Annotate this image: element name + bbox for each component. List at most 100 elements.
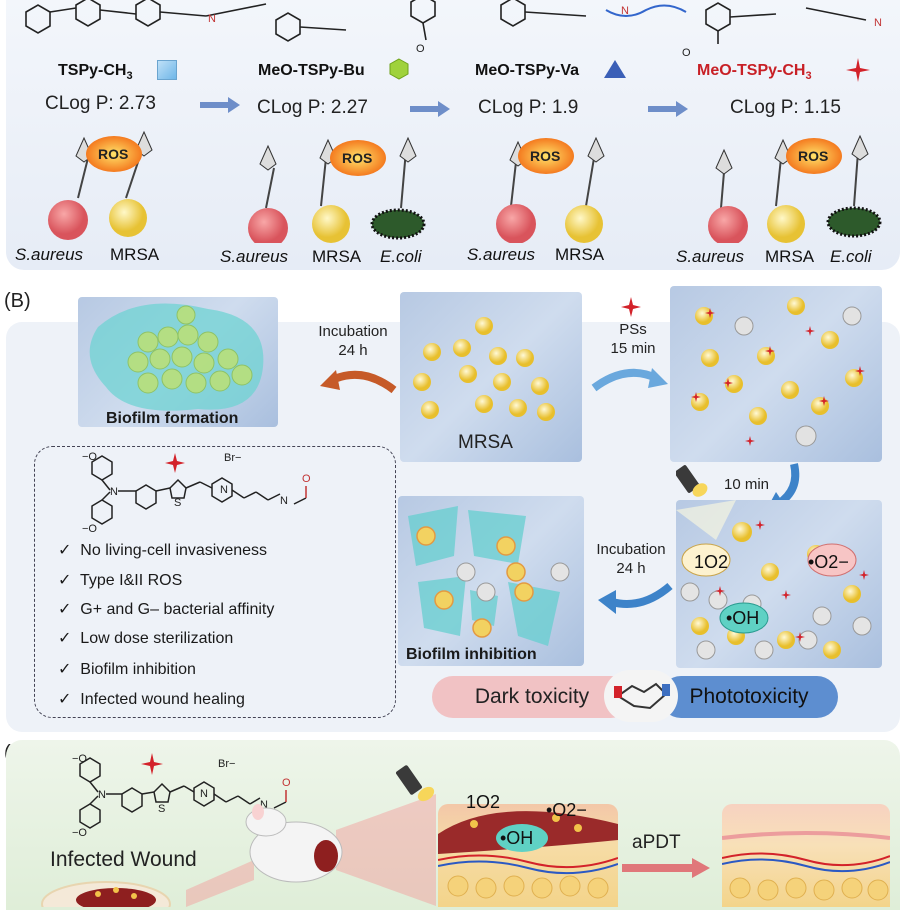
svg-text:N: N bbox=[260, 799, 268, 811]
apdt-label: aPDT bbox=[632, 832, 681, 853]
svg-text:S: S bbox=[158, 803, 165, 815]
ros-superoxide: •O2− bbox=[808, 552, 849, 572]
ros-label-2: ROS bbox=[342, 150, 373, 166]
star-icon bbox=[141, 753, 163, 775]
svg-text:−O: −O bbox=[82, 451, 97, 463]
bacteria-name: S.aureus bbox=[220, 247, 289, 266]
molecule-structure-b: −O −O N S N N O bbox=[82, 451, 311, 534]
molecule-structures-top: N N N O O bbox=[25, 0, 882, 59]
clog-value-1: CLog P: 2.73 bbox=[45, 93, 156, 114]
bacteria-illustrations bbox=[48, 130, 882, 243]
arrow-right-icon bbox=[622, 858, 710, 878]
ros-label-1: ROS bbox=[98, 146, 129, 162]
star-icon bbox=[846, 58, 870, 82]
triangle-icon bbox=[604, 60, 626, 78]
biofilm-formation-image bbox=[78, 297, 278, 427]
compound-name-4: MeO-TSPy-CH3 bbox=[697, 62, 812, 83]
hexagon-icon bbox=[389, 58, 409, 80]
infected-skin-image bbox=[437, 804, 619, 907]
svg-text:−O: −O bbox=[82, 523, 97, 534]
bacteria-name: S.aureus bbox=[15, 245, 84, 264]
svg-text:N: N bbox=[200, 788, 208, 800]
compound-name-2: MeO-TSPy-Bu bbox=[258, 62, 365, 79]
panel-label-b: (B) bbox=[4, 290, 31, 312]
svg-text:O: O bbox=[282, 777, 291, 789]
biofilm-inhibition-caption: Biofilm inhibition bbox=[406, 646, 537, 663]
features-box bbox=[34, 446, 396, 718]
svg-text:N: N bbox=[208, 13, 216, 25]
feature-item: ✓ No living-cell invasiveness bbox=[58, 542, 268, 559]
compound-name-3: MeO-TSPy-Va bbox=[475, 62, 580, 79]
bacteria-group-2 bbox=[248, 136, 426, 243]
flashlight-icon bbox=[396, 765, 435, 802]
bromide-label-c: Br− bbox=[218, 758, 236, 770]
bacteria-group-1 bbox=[48, 130, 153, 240]
star-icon bbox=[165, 453, 185, 473]
bacteria-name: MRSA bbox=[555, 245, 605, 264]
biofilm-formation-caption: Biofilm formation bbox=[106, 410, 239, 427]
clog-value-3: CLog P: 1.9 bbox=[478, 97, 579, 118]
svg-text:O: O bbox=[302, 473, 311, 485]
biofilm-inhibition-image bbox=[398, 496, 584, 666]
svg-text:N: N bbox=[98, 789, 106, 801]
mouse-illustration bbox=[41, 794, 436, 907]
infected-wound-label: Infected Wound bbox=[50, 848, 197, 871]
mrsa-image bbox=[400, 292, 582, 462]
feature-item: ✓ Infected wound healing bbox=[58, 691, 245, 708]
feature-item: ✓ Biofilm inhibition bbox=[58, 661, 196, 678]
ros-hydroxyl: •OH bbox=[726, 608, 760, 628]
compound-name-1: TSPy-CH3 bbox=[58, 62, 133, 83]
pss-bacteria-image bbox=[670, 286, 882, 462]
svg-text:O: O bbox=[416, 43, 425, 55]
bacteria-name: E.coli bbox=[830, 247, 872, 266]
bacteria-name: S.aureus bbox=[676, 247, 745, 266]
svg-text:N: N bbox=[874, 17, 882, 29]
flashlight-icon bbox=[676, 465, 708, 497]
svg-text:−O: −O bbox=[72, 827, 87, 838]
bacteria-group-3 bbox=[496, 136, 605, 243]
bacteria-name: E.coli bbox=[380, 247, 422, 266]
svg-text:N: N bbox=[110, 486, 118, 498]
star-icon bbox=[621, 297, 641, 317]
svg-text:O: O bbox=[682, 47, 691, 59]
feature-item: ✓ Low dose sterilization bbox=[58, 630, 234, 647]
bacteria-name: MRSA bbox=[110, 245, 160, 264]
svg-text:N: N bbox=[280, 495, 288, 507]
curved-arrow-left-icon bbox=[598, 582, 673, 614]
svg-text:−O: −O bbox=[72, 753, 87, 765]
arrow-right-icon bbox=[648, 101, 688, 117]
bacteria-group-4 bbox=[708, 134, 882, 243]
clog-value-2: CLog P: 2.27 bbox=[257, 97, 368, 118]
ros-singlet-oxygen-c: 1O2 bbox=[466, 792, 501, 812]
clog-value-4: CLog P: 1.15 bbox=[730, 97, 841, 118]
ros-hydroxyl-c: •OH bbox=[500, 828, 534, 848]
mrsa-caption: MRSA bbox=[458, 432, 513, 453]
curved-arrow-left-icon bbox=[320, 370, 397, 394]
bacteria-name: MRSA bbox=[765, 247, 815, 266]
ros-superoxide-c: •O2− bbox=[546, 800, 587, 820]
light-time-label: 10 min bbox=[724, 476, 770, 493]
panel-a bbox=[6, 0, 900, 270]
handshake-icon bbox=[604, 670, 678, 722]
healed-skin-image bbox=[721, 804, 891, 907]
curved-arrow-right-icon bbox=[591, 368, 668, 392]
feature-item: ✓ Type I&II ROS bbox=[58, 572, 183, 589]
arrow-right-icon bbox=[200, 97, 240, 113]
bacteria-name: MRSA bbox=[312, 247, 362, 266]
bacteria-name: S.aureus bbox=[467, 245, 536, 264]
dark-toxicity-pill: Dark toxicity bbox=[432, 676, 632, 718]
square-icon bbox=[157, 60, 177, 80]
phototoxicity-pill: Phototoxicity bbox=[660, 676, 838, 718]
svg-text:N: N bbox=[220, 484, 228, 496]
molecule-structure-c: −O −O N S N N O bbox=[72, 753, 291, 838]
ros-label-3: ROS bbox=[530, 148, 561, 164]
bromide-label: Br− bbox=[224, 452, 242, 464]
arrow-right-icon bbox=[410, 101, 450, 117]
feature-item: ✓ G+ and G– bacterial affinity bbox=[58, 601, 275, 618]
svg-text:N: N bbox=[621, 5, 629, 17]
ros-singlet-oxygen: 1O2 bbox=[694, 552, 729, 572]
svg-text:S: S bbox=[174, 497, 181, 509]
